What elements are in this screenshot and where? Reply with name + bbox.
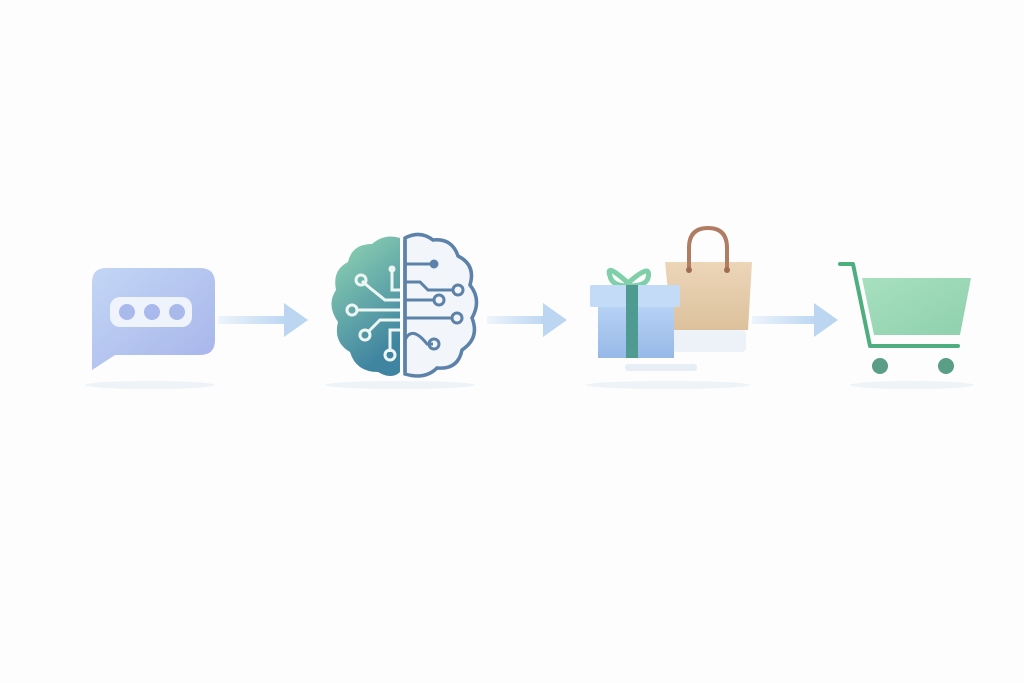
brain-circuit-icon xyxy=(331,232,479,378)
arrow-icon xyxy=(218,303,308,337)
shopping-cart-icon xyxy=(838,262,971,374)
gift-and-shopping-bag-icon xyxy=(590,225,752,371)
arrow-icon xyxy=(487,303,567,337)
arrow-icon xyxy=(752,303,838,337)
gift-box-icon xyxy=(590,267,680,358)
chat-bubble-icon xyxy=(92,268,215,370)
ground-shadows xyxy=(85,381,974,389)
shopping-bag-icon xyxy=(665,225,752,330)
